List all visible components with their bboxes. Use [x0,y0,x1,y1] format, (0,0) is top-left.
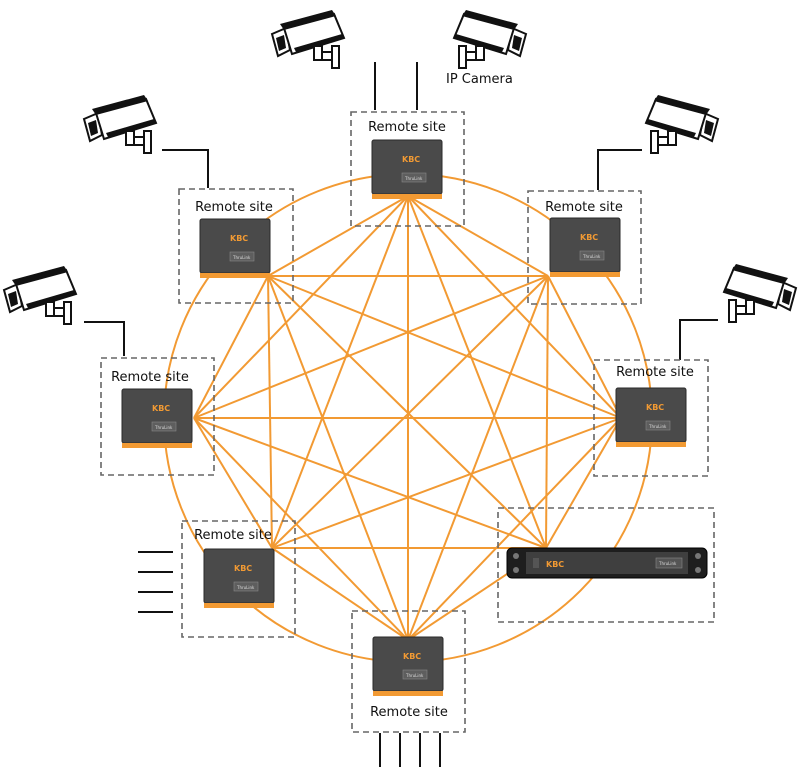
thrulink-unit-bottom-left: KBC ThruLink [203,548,275,609]
mesh-links [163,173,653,663]
site-box-top-left [178,188,294,304]
thrulink-unit-top-right: KBC ThruLink [549,217,621,278]
mesh-link [193,417,547,549]
site-label-left: Remote site [111,370,189,385]
mesh-link [267,275,547,549]
unit-model: ThruLink [236,585,255,590]
thrulink-unit-right: KBC ThruLink [615,387,687,448]
unit-brand: KBC [230,234,248,243]
mesh-link [407,195,622,419]
mesh-link [267,275,622,419]
rack-brand: KBC [546,560,564,569]
thrulink-unit-top: KBC ThruLink [371,139,443,200]
mesh-link [193,417,273,549]
site-box-right [593,359,709,477]
site-label-bottom-left: Remote site [194,528,272,543]
ip-camera-icon [83,94,157,154]
site-box-left [100,357,215,476]
ip-camera-icon [3,265,77,325]
site-box-bottom-left [181,520,296,638]
mesh-link [271,275,549,549]
mesh-link [267,275,409,641]
mesh-link [545,417,622,549]
unit-brand: KBC [234,564,252,573]
unit-brand: KBC [580,233,598,242]
rack-model: ThruLink [658,561,677,566]
mesh-link [271,547,409,641]
unit-model: ThruLink [405,673,424,678]
site-label-right: Remote site [616,365,694,380]
terminal-lines-bottom [379,733,441,767]
ip-camera-icon [645,94,719,154]
site-box-top-right [527,190,642,305]
thrulink-rack-unit: KBC ThruLink [506,547,708,579]
site-box-top [350,111,465,227]
ip-camera-label: IP Camera [446,72,513,87]
unit-brand: KBC [152,404,170,413]
site-label-top-right: Remote site [545,200,623,215]
mesh-link [271,195,409,549]
site-box-rack [497,507,715,623]
unit-model: ThruLink [582,254,601,259]
site-label-top-left: Remote site [195,200,273,215]
mesh-link [193,275,549,419]
mesh-link [267,275,273,549]
mesh-link [407,195,549,277]
mesh-link [193,275,269,419]
unit-brand: KBC [402,155,420,164]
mesh-link [407,195,547,549]
mesh-link [545,275,549,549]
thrulink-unit-bottom: KBC ThruLink [372,636,444,697]
camera-wires [84,62,718,360]
mesh-link [407,275,549,641]
ip-camera-icon [271,9,345,69]
unit-model: ThruLink [154,425,173,430]
thrulink-unit-top-left: KBC ThruLink [199,218,271,279]
mesh-link [407,417,622,641]
mesh-link [547,275,622,419]
unit-brand: KBC [403,652,421,661]
mesh-link [193,417,409,641]
site-label-bottom: Remote site [370,705,448,720]
unit-model: ThruLink [404,176,423,181]
unit-brand: KBC [646,403,664,412]
unit-model: ThruLink [232,255,251,260]
terminal-lines-left [138,551,173,613]
site-label-top: Remote site [368,120,446,135]
ip-camera-icon [453,9,527,69]
unit-model: ThruLink [648,424,667,429]
mesh-link [271,417,622,549]
ip-camera-icon [723,263,797,323]
mesh-link [267,195,409,277]
site-box-bottom [351,610,466,733]
thrulink-unit-left: KBC ThruLink [121,388,193,449]
